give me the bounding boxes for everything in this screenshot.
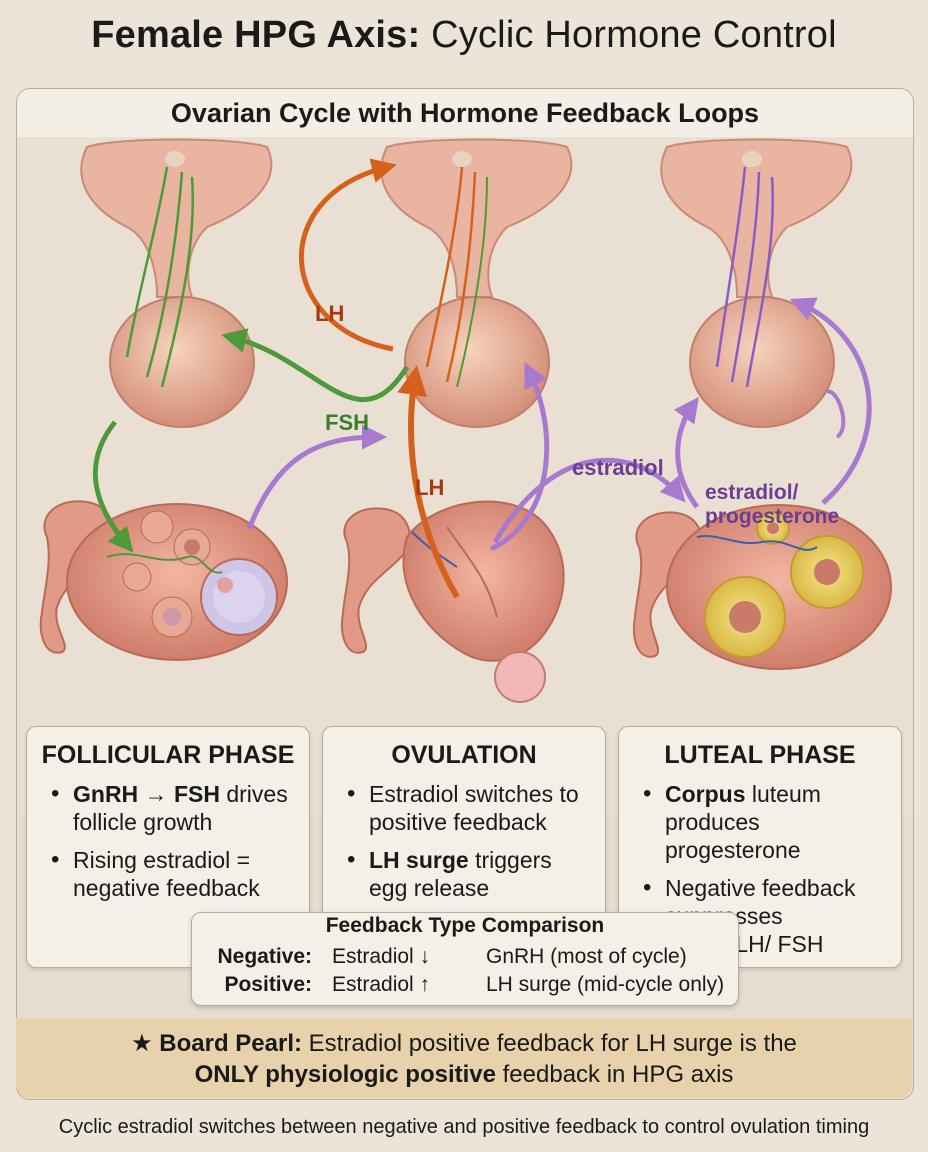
lh-top-arrow [299, 158, 397, 352]
estradiol-prog-label-1: estradiol/ [705, 481, 799, 504]
comparison-effect: LH surge (mid-cycle only) [486, 973, 725, 996]
bullet-text: Estradiol switches to positive feedback [369, 781, 579, 835]
phase-title-ovulation: OVULATION [391, 741, 537, 769]
phase-title-follicular: FOLLICULAR PHASE [41, 741, 295, 769]
title-light: Cyclic Hormone Control [420, 14, 837, 56]
hpg-illustration: LH FSH LH estradiol estradiol/ progester… [17, 137, 913, 817]
estradiol-prog-arrow-1 [674, 396, 700, 509]
phase-title-luteal: LUTEAL PHASE [664, 741, 856, 769]
comparison-label: Positive: [224, 973, 312, 996]
comparison-hormone: Estradiol ↓ [332, 945, 431, 968]
bullet-text: Rising estradiol = negative feedback [73, 847, 260, 901]
pituitary-luteal [660, 138, 853, 428]
page-title: Female HPG Axis: Cyclic Hormone Control [0, 14, 928, 57]
phase-list-follicular: GnRH → FSH drives follicle growth Rising… [27, 780, 309, 902]
comparison-effect: GnRH (most of cycle) [486, 945, 687, 968]
pearl-text-1: Estradiol positive feedback for LH surge… [301, 1030, 797, 1057]
fsh-arrow [221, 328, 410, 403]
ovary-ovulation [341, 500, 565, 703]
panel-header: Ovarian Cycle with Hormone Feedback Loop… [17, 89, 913, 138]
comparison-label: Negative: [217, 945, 312, 968]
estradiol-prog-arrow-2 [789, 297, 872, 505]
comparison-hormone: Estradiol ↑ [332, 973, 431, 996]
phase-box-follicular: FOLLICULAR PHASE GnRH → FSH drives folli… [26, 726, 310, 968]
pituitary-ovulation [380, 138, 573, 428]
phase-list-ovulation: Estradiol switches to positive feedback … [323, 780, 605, 902]
lh-surge-arrow [397, 365, 460, 599]
bullet-text: drives follicle growth [73, 781, 288, 835]
phase-bullet: Rising estradiol = negative feedback [51, 846, 299, 902]
pearl-label: Board Pearl: [159, 1030, 302, 1057]
estradiol-arrow-1 [246, 424, 387, 530]
phase-bullet: GnRH → FSH drives follicle growth [51, 780, 299, 836]
estradiol-cross-arrow [492, 457, 686, 544]
star-icon: ★ [131, 1030, 153, 1057]
feedback-comparison-box: Feedback Type Comparison Negative: Estra… [191, 912, 739, 1006]
pearl-text-2: feedback in HPG axis [495, 1061, 734, 1088]
fsh-label: FSH [325, 410, 369, 435]
gnrh-fsh-arrow [92, 420, 134, 553]
phase-bullet: Estradiol switches to positive feedback [347, 780, 595, 836]
pearl-bold-2: ONLY physiologic positive [194, 1061, 496, 1088]
diagram-panel: Ovarian Cycle with Hormone Feedback Loop… [16, 88, 914, 1100]
phase-bullet: Corpus luteum produces progesterone [643, 780, 891, 864]
bullet-bold: LH surge [369, 847, 469, 873]
estradiol-label: estradiol [572, 455, 664, 480]
estradiol-prog-arrow-3 [826, 389, 846, 439]
lh-mid-label: LH [415, 475, 444, 500]
bullet-text: triggers egg release [369, 847, 552, 901]
estradiol-prog-label-2: progesterone [705, 505, 839, 528]
pituitary-follicular [80, 138, 273, 428]
lh-top-label: LH [315, 301, 344, 326]
ovary-luteal [633, 504, 892, 670]
board-pearl: ★ Board Pearl: Estradiol positive feedba… [16, 1018, 912, 1098]
bullet-bold: Corpus [665, 781, 746, 807]
bullet-text: luteum produces progesterone [665, 781, 821, 863]
bullet-bold: GnRH → FSH [73, 781, 220, 807]
phase-bullet: LH surge triggers egg release [347, 846, 595, 902]
footer-caption: Cyclic estradiol switches between negati… [58, 1116, 870, 1138]
estradiol-up-arrow [489, 362, 550, 552]
title-bold: Female HPG Axis: [91, 14, 421, 56]
comparison-title: Feedback Type Comparison [325, 914, 605, 937]
